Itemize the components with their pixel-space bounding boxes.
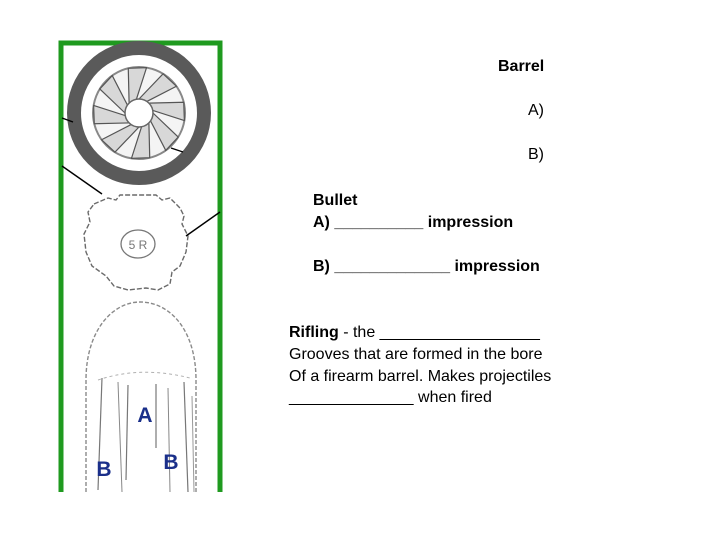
bullet-side-view — [85, 301, 197, 492]
bullet-line-a: A) __________ impression — [313, 214, 514, 231]
rifling-term: Rifling — [289, 324, 339, 341]
rifling-definition: - the __________________ — [338, 324, 540, 341]
bullet-base-view: 5 R — [83, 194, 189, 291]
barrel-heading: Barrel — [498, 58, 545, 75]
barrel-cross-section — [67, 41, 211, 185]
bullet-line-b: B) _____________ impression — [313, 258, 540, 275]
pointer-line — [170, 147, 184, 153]
pointer-line — [185, 211, 221, 237]
rifling-line-4: ______________ when fired — [289, 389, 492, 406]
rifling-line-2: Grooves that are formed in the bore — [289, 346, 543, 363]
rifling-diagram: 5 R A B B — [58, 40, 224, 492]
pointer-line — [61, 117, 74, 123]
bullet-heading: Bullet — [313, 192, 358, 209]
label-b-left: B — [96, 458, 111, 481]
rifling-line-1: Rifling - the __________________ — [289, 322, 540, 343]
label-b-right: B — [163, 451, 178, 474]
barrel-item-a: A) — [528, 102, 544, 119]
headstamp-text: 5 R — [129, 238, 148, 252]
label-a: A — [137, 404, 152, 427]
barrel-item-b: B) — [528, 146, 544, 163]
rifling-line-3: Of a firearm barrel. Makes projectiles — [289, 368, 552, 385]
pointer-line — [61, 165, 103, 195]
